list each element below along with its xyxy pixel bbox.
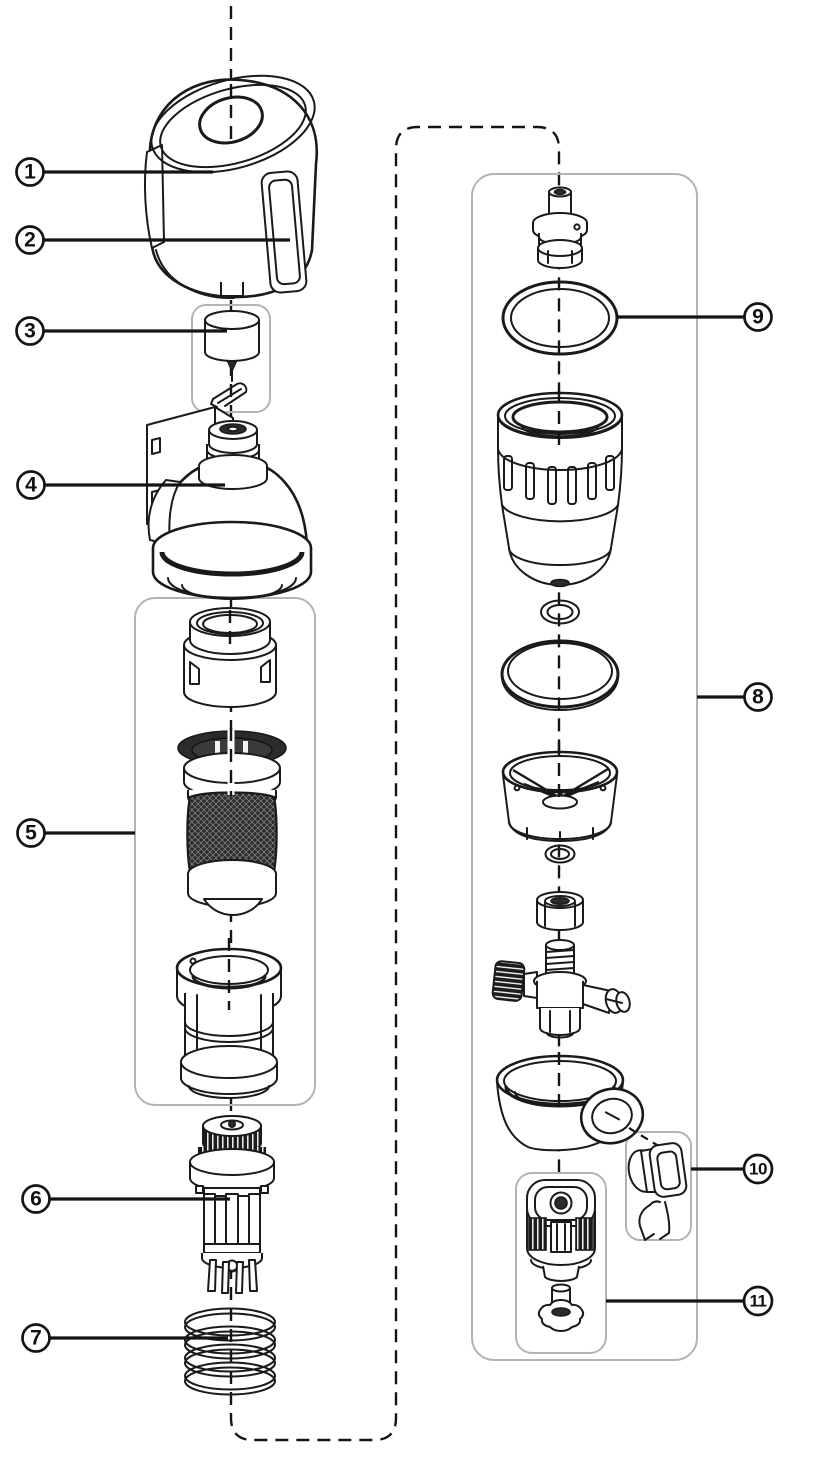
callout-8-number: 8 [752, 686, 764, 709]
callout-3: 3 [15, 316, 227, 346]
plug-clip [638, 1200, 671, 1241]
plug-pointer-dashes [628, 1127, 658, 1146]
callout-7-number: 7 [30, 1327, 42, 1350]
center-axis-dashed-line [229, 6, 561, 1442]
drain-plug-group [627, 1142, 688, 1241]
funnel-cup [495, 1054, 658, 1152]
callout-1-number: 1 [24, 161, 36, 184]
group-box-part10 [625, 1131, 692, 1241]
ring-nut [183, 607, 277, 708]
top-thread-collar [198, 420, 268, 490]
drain-valve-knob [491, 960, 526, 1002]
bottom-skirt [151, 520, 313, 600]
callout-6: 6 [21, 1184, 230, 1214]
spring [184, 1307, 276, 1396]
hex-nut [536, 891, 584, 931]
o-ring-small-lower [544, 844, 576, 864]
axis-overlay-dashes [227, 84, 561, 1112]
spindle-pin [226, 361, 238, 373]
callout-3-number: 3 [24, 320, 36, 343]
group-box-part3 [191, 304, 271, 413]
coupling-group [526, 1179, 596, 1332]
callout-4: 4 [16, 470, 225, 500]
callout-10-number: 10 [749, 1160, 767, 1179]
mesh-cartridge [177, 730, 287, 916]
o-ring-small-upper [540, 599, 580, 625]
callout-4-number: 4 [25, 474, 37, 497]
callout-9: 9 [617, 302, 773, 332]
group-box-part8 [471, 173, 698, 1361]
valve-head [146, 406, 313, 600]
callout-2: 2 [15, 225, 290, 255]
drain-valve-outlet [582, 984, 612, 1014]
knob-top-hole [198, 95, 264, 145]
callout-8: 8 [697, 682, 773, 712]
callout-1: 1 [15, 157, 213, 187]
turbine-basket [501, 750, 619, 842]
knob-side-slot [260, 170, 308, 294]
knob-bottom-notch [220, 282, 244, 297]
outlet-fitting [537, 1283, 585, 1332]
callout-7: 7 [21, 1323, 228, 1353]
drain-valve [491, 939, 631, 1039]
valve-insert [189, 1115, 275, 1294]
group-box-part11 [515, 1172, 607, 1354]
callout-6-number: 6 [30, 1188, 42, 1211]
knob-cover [143, 74, 319, 300]
callout-9-number: 9 [752, 306, 764, 329]
vent-fitting [532, 186, 588, 269]
flat-seal-ring [500, 639, 620, 711]
callout-11: 11 [606, 1285, 774, 1317]
callout-11-number: 11 [750, 1292, 767, 1311]
bowl-ribs [503, 455, 615, 505]
retaining-clip [210, 382, 248, 408]
callout-10: 10 [691, 1153, 774, 1185]
callout-5-number: 5 [25, 822, 37, 845]
callout-5: 5 [16, 818, 135, 848]
callout-2-number: 2 [24, 229, 36, 252]
cartridge-group [175, 607, 287, 1099]
funnel-side-window [579, 1087, 645, 1145]
